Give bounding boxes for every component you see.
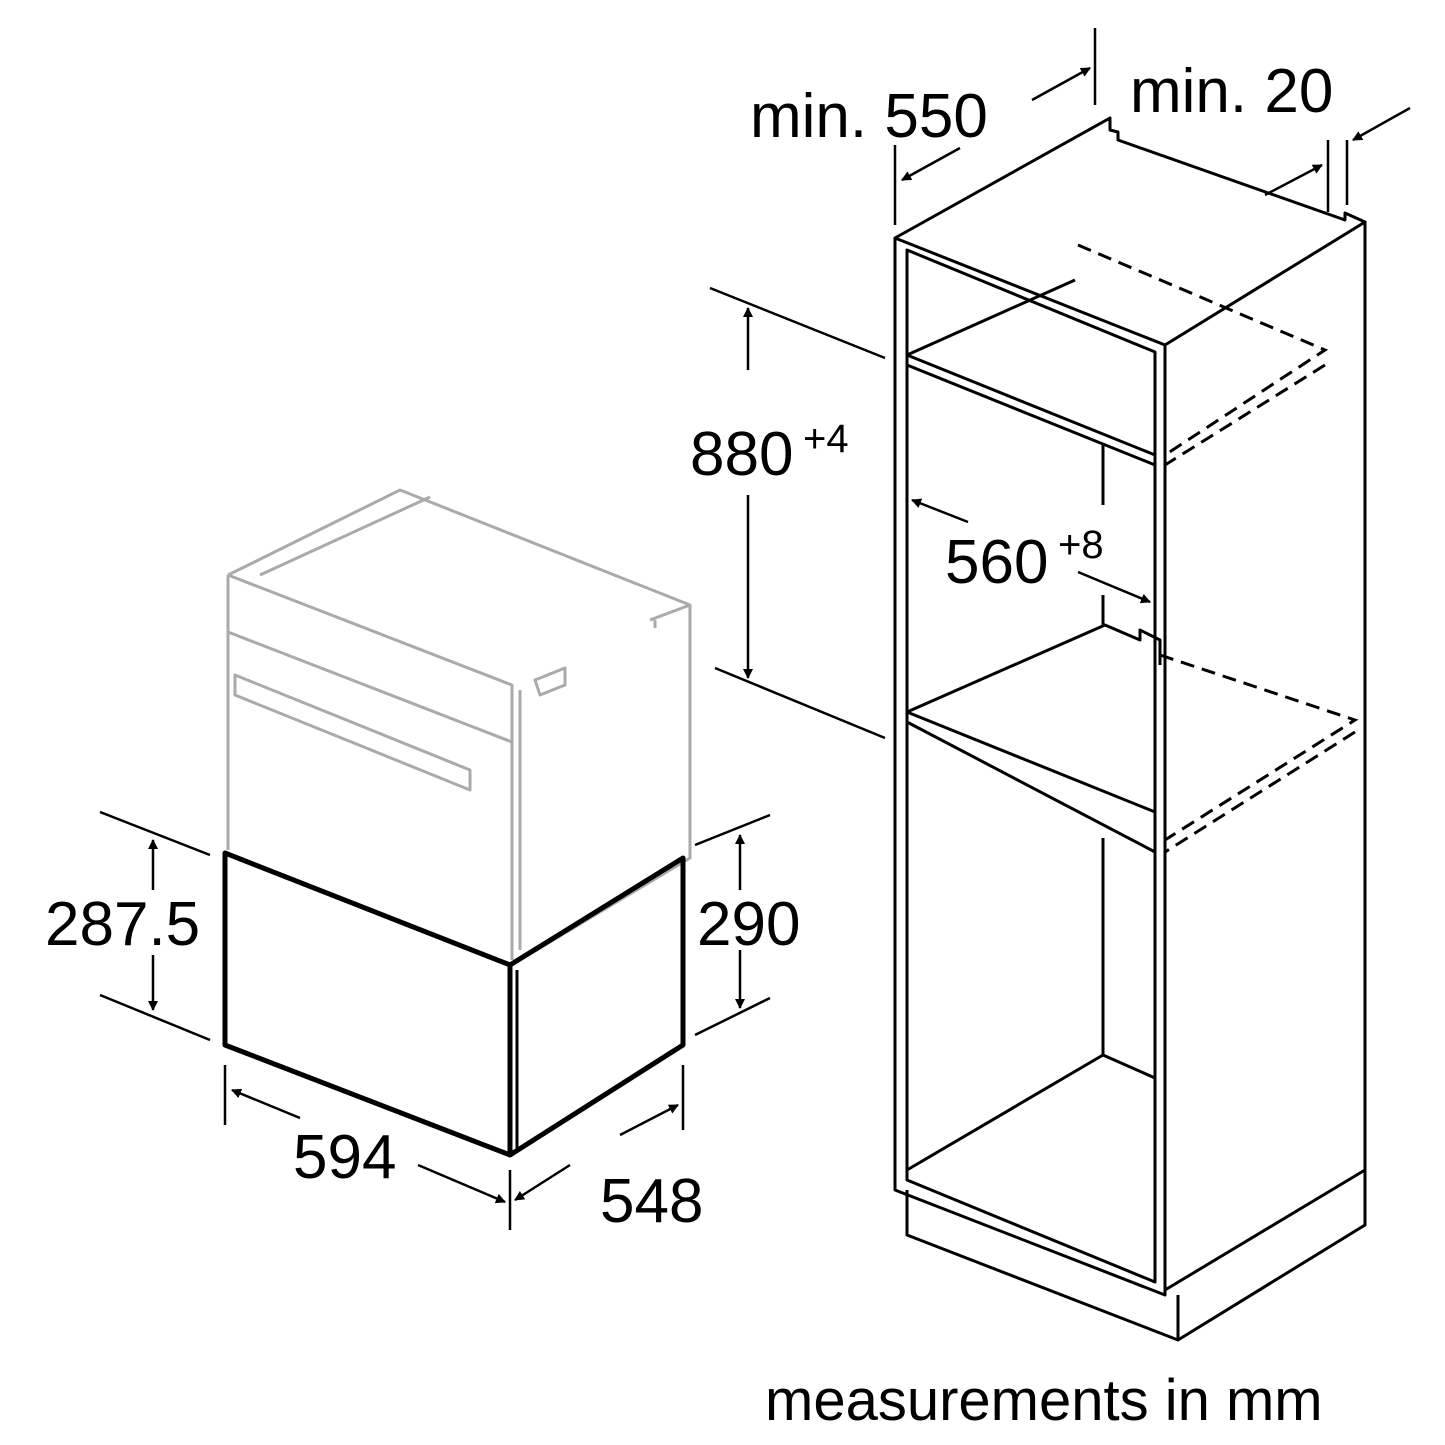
niche-width-label: 560 (945, 528, 1048, 597)
min-depth-label: min. 550 (750, 82, 988, 151)
drawer-dimensions (99, 810, 771, 1230)
units-note: measurements in mm (765, 1368, 1323, 1433)
niche-height-tolerance: +4 (803, 417, 849, 461)
drawer-depth-label: 548 (600, 1167, 703, 1236)
warming-drawer (222, 850, 686, 1158)
niche-width-tolerance: +8 (1058, 523, 1104, 567)
oven-outline (226, 488, 692, 962)
min-gap-label: min. 20 (1130, 57, 1333, 126)
tall-cabinet (893, 116, 1367, 1342)
drawer-width-label: 594 (293, 1123, 396, 1192)
drawer-body-height-label: 290 (697, 890, 800, 959)
cabinet-dimensions (709, 28, 1411, 740)
drawer-front-height-label: 287.5 (45, 890, 200, 959)
niche-height-label: 880 (690, 420, 793, 489)
